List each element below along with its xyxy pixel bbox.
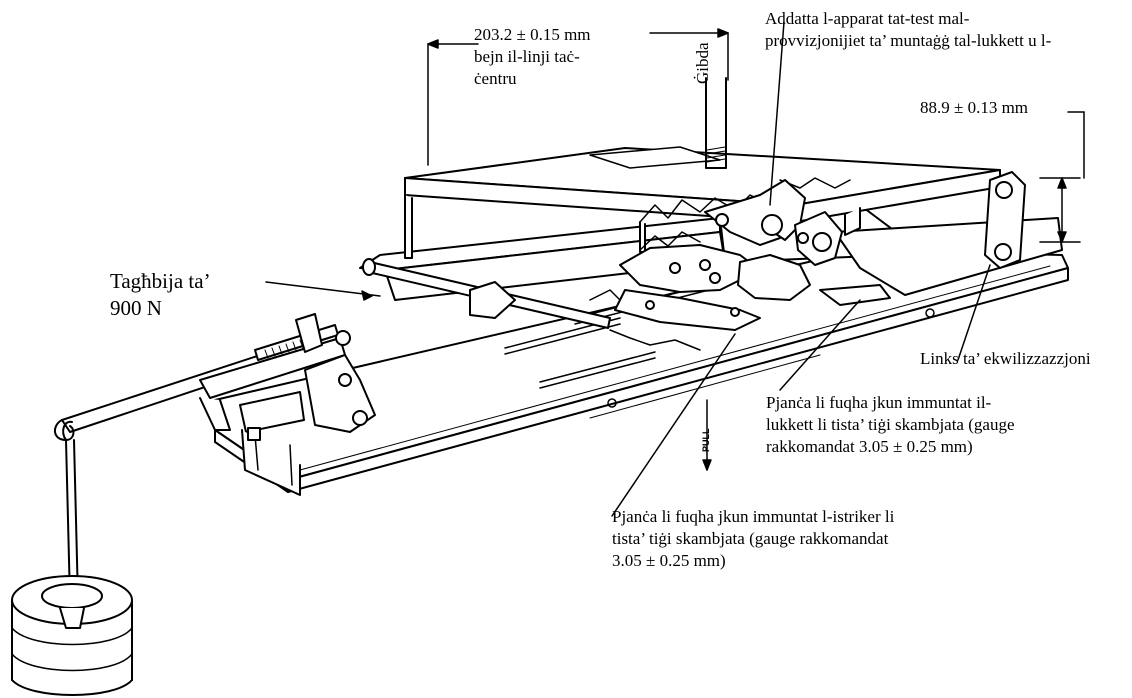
load-line-2: 900 N bbox=[110, 296, 162, 320]
lever-bracket bbox=[239, 354, 376, 496]
striker-plate-line-3: 3.05 ± 0.25 mm) bbox=[612, 551, 726, 570]
latch-plate-line-2: lukkett li tista’ tiġi skambjata (gauge bbox=[766, 415, 1015, 434]
guide-rod bbox=[362, 258, 611, 329]
dimension-88-lines bbox=[1039, 111, 1085, 243]
pull-mark-label: PULL bbox=[701, 428, 711, 453]
dimension-88-label: 88.9 ± 0.13 mm bbox=[920, 98, 1029, 117]
adjusting-bolt bbox=[254, 313, 351, 361]
striker-plate-line-1: Pjanċa li fuqha jkun immuntat l-istriker… bbox=[612, 507, 895, 526]
dimension-203-line-3: ċentru bbox=[474, 69, 517, 88]
dimension-203-line-1: 203.2 ± 0.15 mm bbox=[474, 25, 591, 44]
pull-rod bbox=[705, 77, 727, 169]
latch-plate-line-1: Pjanċa li fuqha jkun immuntat il- bbox=[766, 393, 992, 412]
instruction-line-2: provvizjonijiet ta’ muntaġġ tal-lukkett … bbox=[765, 31, 1052, 50]
leader-lines bbox=[265, 21, 991, 517]
pull-arrow bbox=[702, 399, 712, 471]
load-label: Tagħbija ta’ 900 N bbox=[110, 268, 211, 322]
load-line-1: Tagħbija ta’ bbox=[110, 269, 211, 293]
equalizing-link bbox=[984, 171, 1026, 269]
equalizing-links-label: Links ta’ ekwilizzazzjoni bbox=[920, 349, 1091, 368]
instruction-line-1: Addatta l-apparat tat-test mal- bbox=[765, 9, 970, 28]
striker-plate-line-2: tista’ tiġi skambjata (gauge rakkomandat bbox=[612, 529, 889, 548]
dimension-203-label: 203.2 ± 0.15 mm bejn il-linji taċ- ċentr… bbox=[474, 24, 591, 90]
lever-arm bbox=[54, 337, 346, 441]
instruction-label: Addatta l-apparat tat-test mal- provvizj… bbox=[765, 8, 1125, 50]
latch-plate-label: Pjanċa li fuqha jkun immuntat il- lukket… bbox=[766, 392, 1014, 458]
latch-mechanism bbox=[614, 179, 891, 331]
latch-plate-line-3: rakkomandat 3.05 ± 0.25 mm) bbox=[766, 437, 973, 456]
dimension-203-lines bbox=[427, 28, 729, 166]
hanging-weight bbox=[11, 420, 133, 696]
gibda-label: Ġibda bbox=[693, 42, 712, 84]
dimension-203-line-2: bejn il-linji taċ- bbox=[474, 47, 580, 66]
striker-plate-label: Pjanċa li fuqha jkun immuntat l-istriker… bbox=[612, 506, 894, 572]
